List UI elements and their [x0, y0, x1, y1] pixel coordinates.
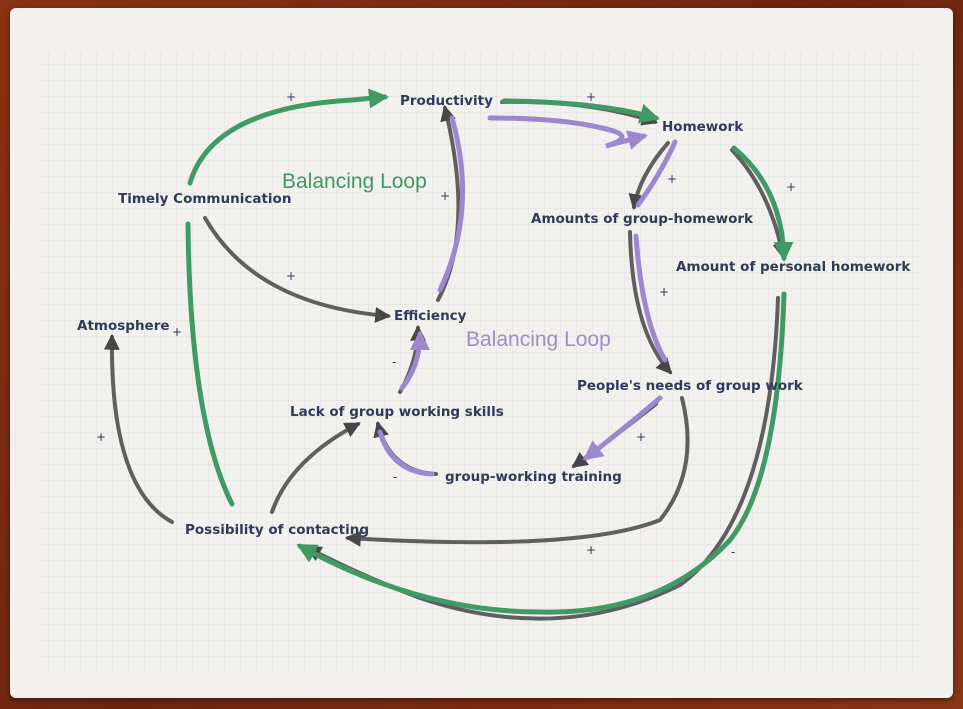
green-tc-to-productivity	[187, 88, 389, 186]
purple-needs-to-training	[582, 395, 663, 461]
sign-tc-possibility: +	[172, 325, 182, 339]
purple-lack-to-efficiency	[399, 330, 430, 391]
sign-homework-amounts: +	[667, 172, 677, 186]
green-loop-label: Balancing Loop	[282, 170, 427, 193]
green-productivity-to-homework	[501, 98, 660, 124]
link-needs-to-possibility	[344, 396, 690, 547]
node-efficiency[interactable]: Efficiency	[394, 308, 467, 324]
node-atmosphere[interactable]: Atmosphere	[77, 318, 170, 334]
sign-needs-possibility: +	[586, 543, 596, 557]
green-balancing-loop	[185, 88, 794, 615]
green-homework-to-personal	[731, 145, 794, 262]
sign-lack-efficiency: -	[392, 355, 396, 369]
purple-productivity-to-homework	[487, 115, 648, 150]
sign-tc-productivity: +	[286, 90, 296, 104]
node-timely-communication[interactable]: Timely Communication	[118, 191, 291, 207]
node-homework[interactable]: Homework	[662, 119, 744, 135]
purple-balancing-loop	[377, 115, 678, 477]
purple-homework-to-amounts	[635, 139, 678, 208]
node-possibility-of-contacting[interactable]: Possibility of contacting	[185, 522, 369, 538]
node-labels: Productivity Homework Timely Communicati…	[77, 93, 911, 538]
sign-homework-personal: +	[786, 180, 796, 194]
sign-needs-training: +	[636, 430, 646, 444]
node-peoples-needs-of-group-work[interactable]: People's needs of group work	[577, 378, 804, 394]
purple-loop-label: Balancing Loop	[466, 328, 611, 351]
sign-amounts-needs: +	[659, 285, 669, 299]
sign-efficiency-productivity: +	[440, 189, 450, 203]
link-amounts-group-to-needs	[628, 230, 673, 375]
purple-training-to-lack	[377, 429, 435, 477]
purple-amounts-to-needs	[633, 233, 668, 363]
sign-personal-possibility: -	[731, 545, 735, 559]
link-possibility-to-atmosphere	[103, 333, 174, 524]
node-productivity[interactable]: Productivity	[400, 93, 493, 109]
green-possibility-to-tc	[185, 221, 235, 507]
sign-training-lack: -	[393, 470, 397, 484]
polarity-signs: + + + + + + + + - + + - + -	[96, 90, 796, 559]
purple-efficiency-to-productivity	[437, 115, 466, 293]
green-personal-to-possibility	[296, 291, 787, 615]
sign-possibility-atmosphere: +	[96, 430, 106, 444]
link-timely-comm-to-efficiency	[203, 216, 392, 323]
node-group-working-training[interactable]: group-working training	[445, 469, 622, 485]
sign-productivity-homework: +	[586, 90, 596, 104]
node-amounts-of-group-homework[interactable]: Amounts of group-homework	[531, 211, 754, 227]
grid-paper	[42, 52, 922, 672]
link-homework-to-amounts-group	[628, 141, 670, 211]
node-amount-of-personal-homework[interactable]: Amount of personal homework	[676, 259, 911, 275]
node-lack-of-group-working-skills[interactable]: Lack of group working skills	[290, 404, 504, 420]
sign-tc-efficiency: +	[286, 269, 296, 283]
link-possibility-to-lack-skills	[270, 422, 361, 514]
